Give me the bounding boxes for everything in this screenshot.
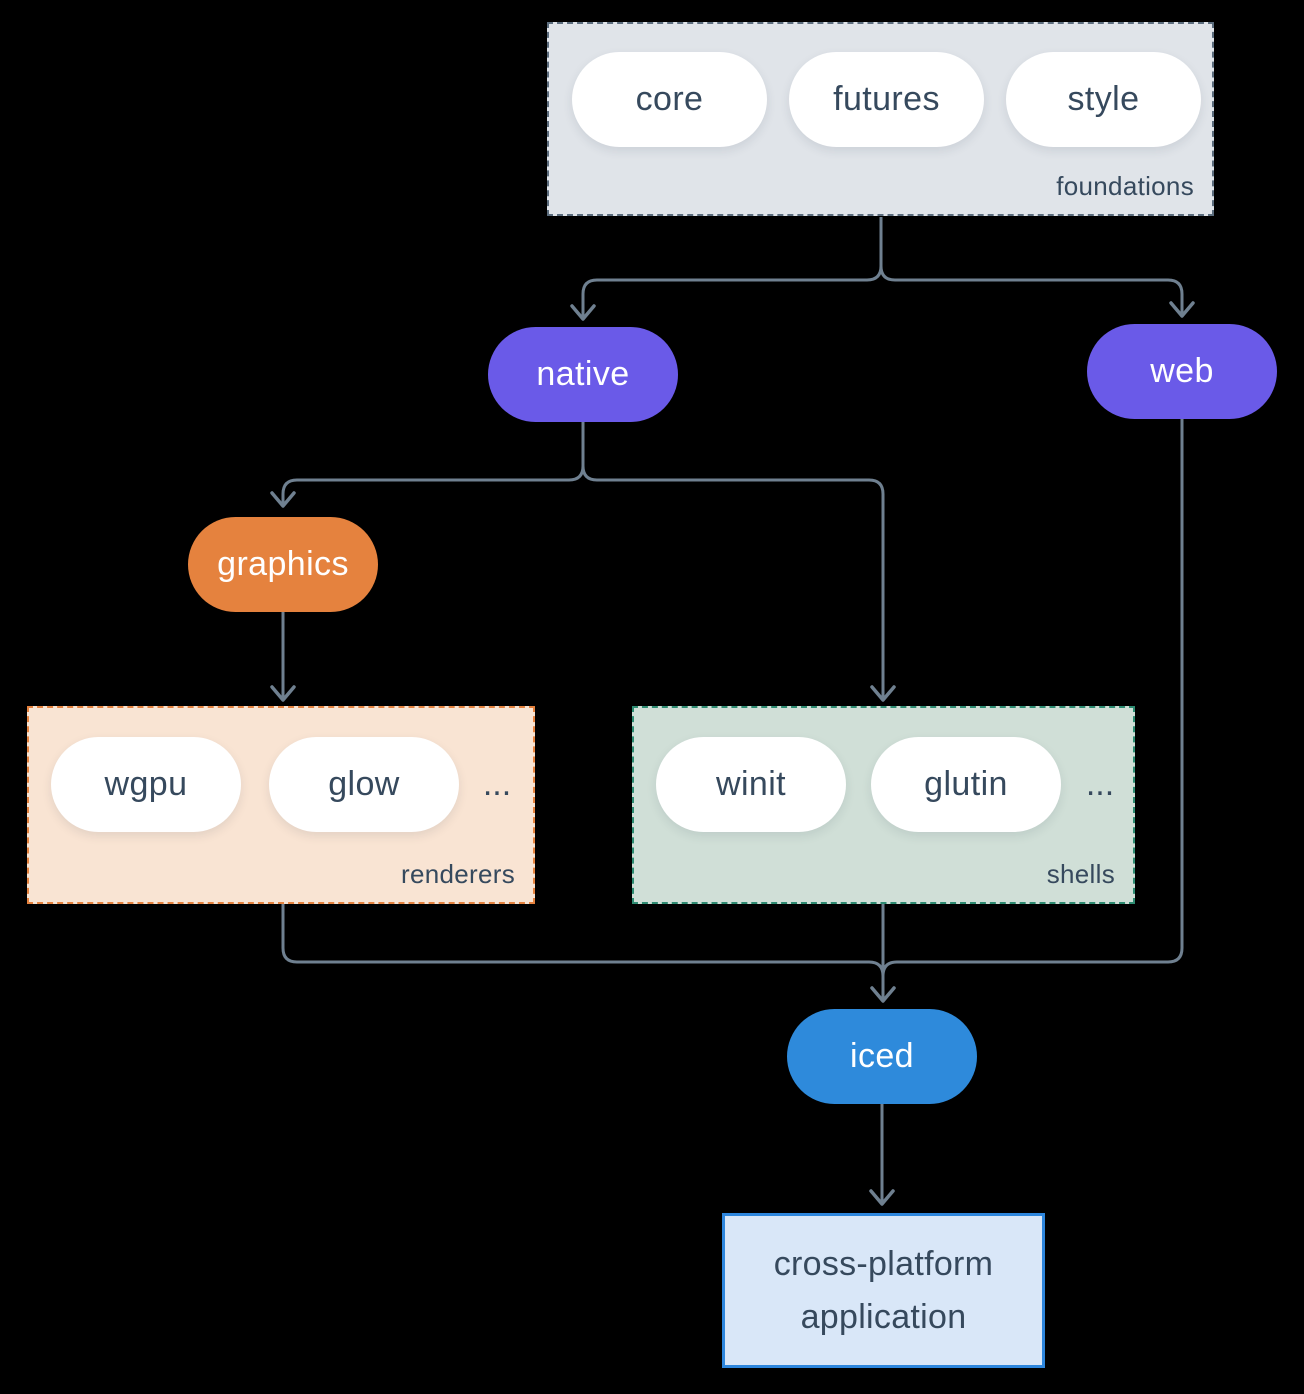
cross-platform-application-box: cross-platform application (722, 1213, 1045, 1368)
node-native: native (488, 327, 678, 422)
edge-native-shells (581, 420, 896, 702)
shells-group-label: shells (1046, 859, 1115, 889)
arrow-down-icon (870, 986, 896, 1003)
edge-iced-app (869, 1103, 895, 1206)
node-iced-label: iced (850, 1037, 914, 1075)
shells-group: winit glutin ... shells (632, 706, 1135, 904)
node-native-label: native (536, 355, 630, 393)
pill-glow: glow (269, 737, 459, 832)
edge-native-graphics (270, 420, 585, 508)
renderers-group: wgpu glow ... renderers (27, 706, 535, 904)
pill-glutin-label: glutin (924, 765, 1008, 803)
edge-graphics-renderers (270, 612, 296, 702)
pill-futures-label: futures (833, 80, 940, 118)
node-iced: iced (787, 1009, 977, 1104)
pill-style: style (1006, 52, 1201, 147)
app-label-line1: cross-platform (773, 1244, 994, 1283)
pill-core-label: core (635, 80, 704, 118)
edge-web-iced (881, 418, 1184, 977)
shells-ellipsis: ... (1085, 765, 1115, 803)
pill-futures: futures (789, 52, 984, 147)
pill-style-label: style (1067, 80, 1140, 118)
renderers-group-label: renderers (401, 859, 515, 889)
node-web-label: web (1150, 352, 1214, 390)
node-graphics: graphics (188, 517, 378, 612)
pill-glutin: glutin (871, 737, 1061, 832)
pill-winit: winit (656, 737, 846, 832)
pill-winit-label: winit (715, 765, 787, 803)
edge-foundations-native (570, 217, 883, 321)
arrow-down-icon (570, 304, 596, 321)
foundations-group-label: foundations (1056, 171, 1194, 201)
node-graphics-label: graphics (217, 545, 349, 583)
arrow-down-icon (869, 1189, 895, 1206)
app-label-line2: application (800, 1297, 967, 1336)
edge-foundations-web (879, 217, 1195, 318)
foundations-group: core futures style foundations (547, 22, 1214, 216)
arrow-down-icon (1169, 301, 1195, 318)
renderers-ellipsis: ... (482, 765, 512, 803)
arrow-down-icon (870, 685, 896, 702)
pill-wgpu-label: wgpu (104, 765, 188, 803)
pill-glow-label: glow (328, 765, 400, 803)
edge-renderers-iced (281, 904, 885, 977)
arrow-down-icon (270, 491, 296, 508)
pill-wgpu: wgpu (51, 737, 241, 832)
node-web: web (1087, 324, 1277, 419)
arrow-down-icon (270, 685, 296, 702)
pill-core: core (572, 52, 767, 147)
edge-shells-iced (870, 904, 896, 1003)
